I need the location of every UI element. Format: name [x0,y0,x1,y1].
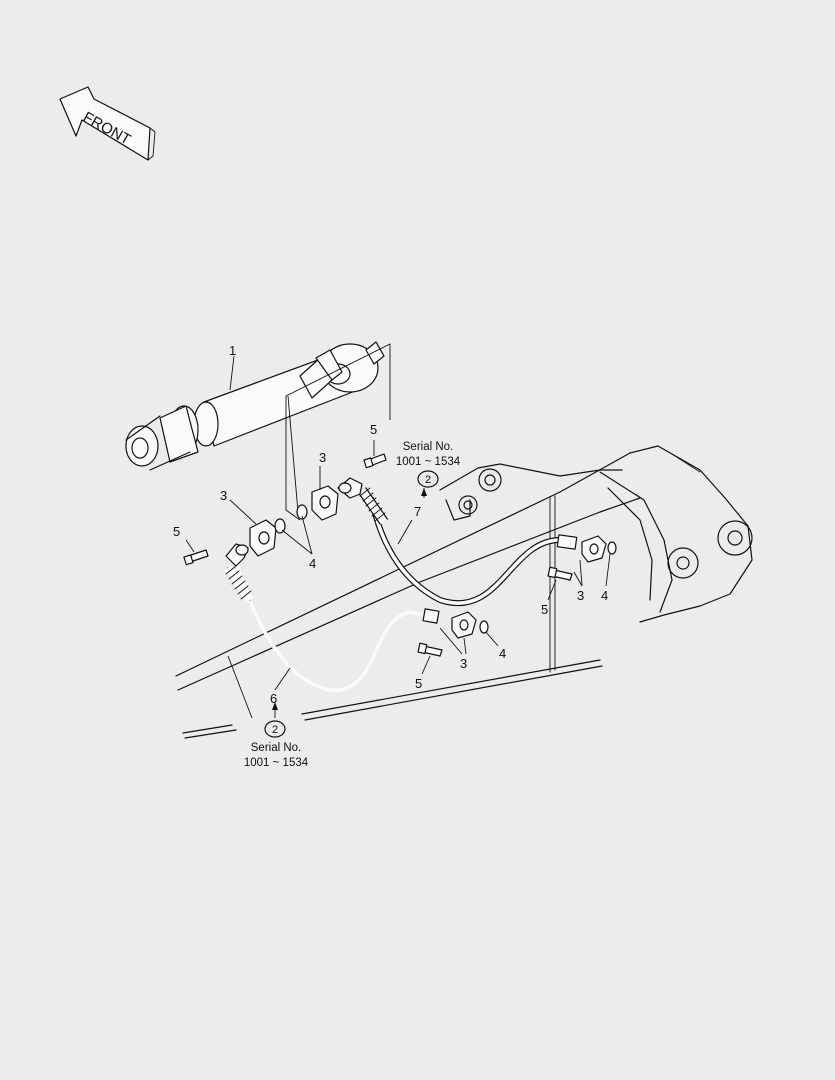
hose-6 [224,543,440,692]
bolt-lower [417,642,443,657]
callout-4-right: 4 [601,588,608,603]
serial-note-bottom: 2 Serial No. 1001 ~ 1534 [244,720,309,769]
serial-note-top: Serial No. 1001 ~ 1534 2 [396,441,461,488]
hose-7-spring-guard [357,487,389,525]
serial-note-top-label: Serial No. [403,441,454,453]
callout-5-left: 5 [173,524,180,539]
callout-5-top: 5 [370,422,377,437]
callout-3-upper-left: 3 [220,488,227,503]
flange-upper-left [249,519,277,557]
callout-1: 1 [229,343,236,358]
flange-lower [451,611,477,639]
callout-3-lower: 3 [460,656,467,671]
hose-7 [337,477,578,606]
callout-5-lower: 5 [415,676,422,691]
callout-4-upper: 4 [309,556,316,571]
o-rings [274,504,617,634]
flange-upper-center [311,485,339,521]
callout-7: 7 [414,504,421,519]
callout-numbers: 1 3 3 3 3 4 4 4 5 5 5 5 6 7 [173,343,608,706]
serial-note-bottom-circle: 2 [272,724,278,736]
callout-3-upper-center: 3 [319,450,326,465]
serial-note-top-range: 1001 ~ 1534 [396,456,461,468]
port-reference-lines [285,344,391,521]
hose-6-spring-guard [224,565,254,603]
flange-right [581,535,607,563]
callout-6: 6 [270,691,277,706]
hydraulic-cylinder [125,341,391,471]
bolt-left [183,549,209,566]
callout-4-lower: 4 [499,646,506,661]
bolts [183,453,573,657]
serial-note-bottom-range: 1001 ~ 1534 [244,757,309,769]
boom-structure [175,445,753,739]
leader-lines [185,355,611,719]
front-arrow: FRONT [59,86,156,161]
serial-note-top-circle: 2 [425,474,431,486]
bolt-top [363,453,387,469]
bolt-right [547,566,573,581]
callout-3-right: 3 [577,588,584,603]
serial-note-bottom-label: Serial No. [251,742,302,754]
callout-5-right: 5 [541,602,548,617]
